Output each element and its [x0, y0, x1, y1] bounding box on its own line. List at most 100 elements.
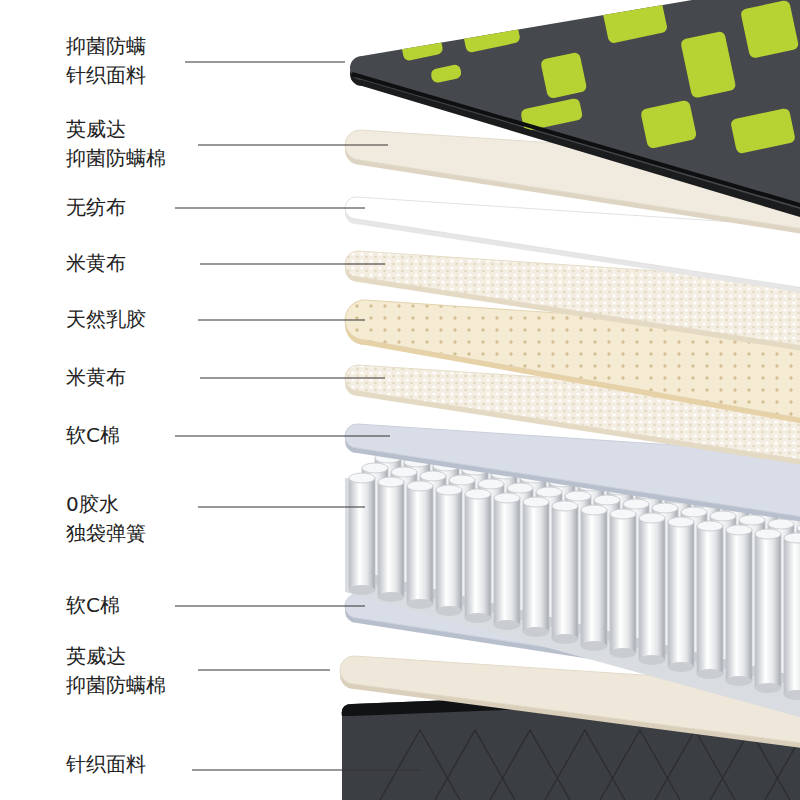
- spring-backing: [345, 478, 800, 720]
- pocket-spring-top: [697, 521, 723, 531]
- pocket-spring-top: [739, 515, 765, 525]
- pocket-spring: [465, 494, 491, 618]
- pocket-spring-top: [378, 477, 404, 487]
- pocket-spring-top: [552, 501, 578, 511]
- pocket-spring: [378, 482, 404, 597]
- quilt-line: [545, 730, 625, 800]
- top-cover: [350, 0, 800, 212]
- leader-line: [198, 507, 365, 508]
- pocket-spring-top: [407, 481, 433, 491]
- layer-label: 无纺布: [66, 193, 196, 222]
- cover-pattern-block: [740, 0, 799, 59]
- pocket-spring-base: [697, 669, 723, 679]
- pocket-spring-top: [523, 497, 549, 507]
- cover-pattern-block: [730, 108, 796, 155]
- cover-pattern-block: [640, 100, 697, 150]
- layer-label: 针织面料: [66, 750, 196, 779]
- pocket-spring: [523, 502, 549, 632]
- cover-pattern-block: [400, 32, 444, 62]
- leader-line: [192, 770, 420, 771]
- pocket-spring-base: [494, 620, 520, 630]
- pocket-spring-top: [478, 479, 504, 489]
- pocket-spring: [552, 506, 578, 639]
- pocket-spring-base: [726, 676, 752, 686]
- pocket-spring-top: [681, 507, 707, 517]
- pocket-spring-top: [652, 503, 678, 513]
- pocket-spring-base: [581, 641, 607, 651]
- pocket-spring-base: [552, 634, 578, 644]
- pocket-spring-base: [436, 606, 462, 616]
- layer-label: 米黄布: [66, 363, 196, 392]
- leader-line: [198, 145, 388, 146]
- pocket-spring: [697, 526, 723, 674]
- pocket-spring-top: [536, 487, 562, 497]
- pocket-spring-top: [784, 533, 800, 543]
- pocket-spring: [639, 518, 665, 660]
- quilt-line: [655, 730, 735, 800]
- pocket-spring: [494, 498, 520, 625]
- pocket-spring-base: [755, 683, 781, 693]
- layer-label: 抑菌防螨 针织面料: [66, 32, 196, 90]
- pocket-spring: [726, 530, 752, 681]
- pocket-spring-top: [362, 463, 388, 473]
- pocket-spring-base: [784, 690, 800, 700]
- cover-piping: [352, 74, 800, 208]
- cover-pattern-block: [680, 31, 736, 99]
- pocket-spring-top: [668, 517, 694, 527]
- pocket-spring: [407, 486, 433, 604]
- pocket-spring-top: [623, 499, 649, 509]
- pocket-spring-base: [668, 662, 694, 672]
- pocket-spring-base: [378, 592, 404, 602]
- pocket-spring-top: [639, 513, 665, 523]
- pocket-spring: [610, 514, 636, 653]
- leader-line: [200, 264, 385, 265]
- cover-pattern-block: [430, 64, 462, 84]
- pocket-spring-top: [710, 511, 736, 521]
- pocket-spring-top: [610, 509, 636, 519]
- pocket-spring-base: [639, 655, 665, 665]
- layer-label: 软C棉: [66, 421, 196, 450]
- leader-line: [175, 606, 365, 607]
- pocket-spring-top: [755, 529, 781, 539]
- pocket-spring: [755, 534, 781, 688]
- layer-label: 米黄布: [66, 249, 196, 278]
- quilt-line: [600, 730, 680, 800]
- pocket-spring-top: [449, 475, 475, 485]
- cover-pattern-block: [600, 0, 668, 44]
- pocket-spring: [581, 510, 607, 646]
- pocket-spring-top: [420, 471, 446, 481]
- quilt-line: [380, 730, 460, 800]
- leader-line: [198, 670, 330, 671]
- pocket-spring-top: [494, 493, 520, 503]
- pocket-spring-top: [465, 489, 491, 499]
- pocket-spring-top: [391, 467, 417, 477]
- cover-pattern: [400, 0, 799, 154]
- pocket-spring-top: [436, 485, 462, 495]
- leader-line: [175, 436, 390, 437]
- quilt-lines: [380, 730, 800, 800]
- layer-label: 天然乳胶: [66, 305, 196, 334]
- leader-line: [200, 378, 385, 379]
- pocket-spring-top: [594, 495, 620, 505]
- pocket-spring: [784, 538, 800, 695]
- pocket-spring-base: [349, 585, 375, 595]
- pocket-spring-base: [610, 648, 636, 658]
- pocket-spring-top: [581, 505, 607, 515]
- pocket-spring-base: [407, 599, 433, 609]
- quilt-line: [490, 730, 570, 800]
- pocket-spring-top: [349, 473, 375, 483]
- layer-label: 0胶水 独袋弹簧: [66, 490, 196, 548]
- pocket-spring: [668, 522, 694, 667]
- cover-pattern-block: [460, 9, 521, 54]
- layer-label: 软C棉: [66, 591, 196, 620]
- pocket-spring-top: [507, 483, 533, 493]
- cover-pattern-block: [540, 52, 587, 99]
- pocket-spring: [436, 490, 462, 611]
- layer-label: 英威达 抑菌防螨棉: [66, 115, 196, 173]
- pocket-spring: [349, 478, 375, 590]
- pocket-spring-base: [523, 627, 549, 637]
- pocket-spring-top: [768, 519, 794, 529]
- pocket-spring-base: [465, 613, 491, 623]
- pocket-spring-top: [726, 525, 752, 535]
